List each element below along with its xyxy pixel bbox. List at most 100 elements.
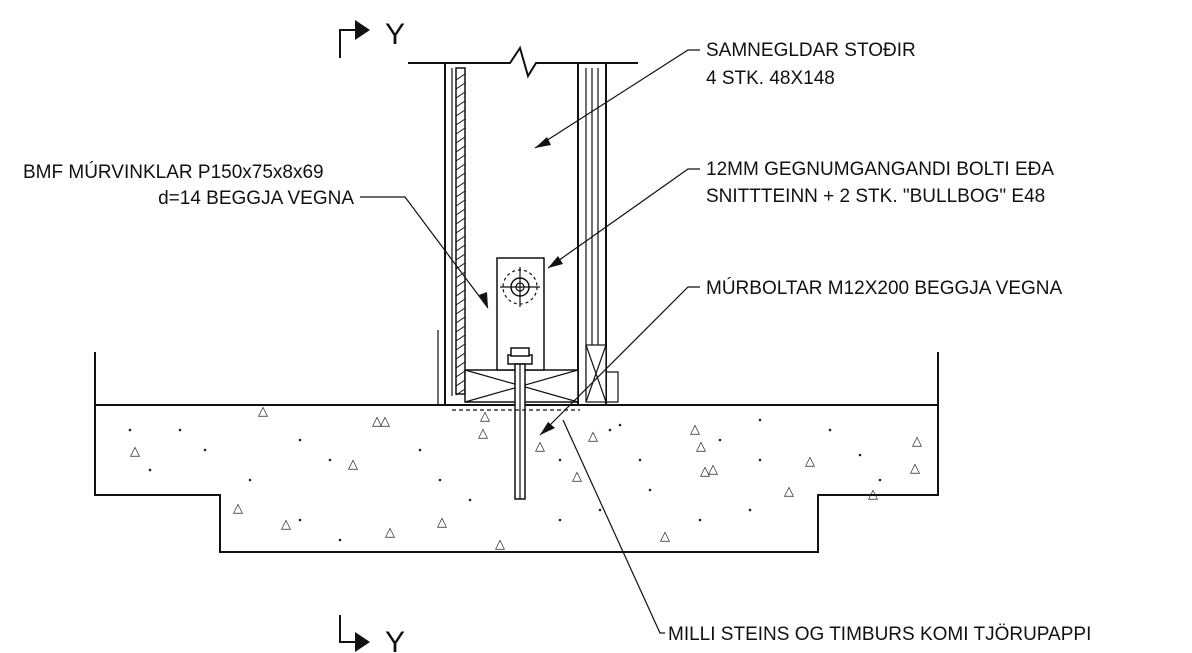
aggregate-dot (648, 488, 652, 492)
aggregate-dot (438, 478, 442, 482)
hatch-line (455, 361, 466, 369)
aggregate-mark: △ (258, 404, 268, 419)
aggregate-dot (698, 518, 702, 522)
hatch-line (455, 244, 466, 252)
hatch-line (455, 154, 466, 162)
hatch-line (455, 163, 466, 171)
aggregate-dot (418, 448, 422, 452)
aggregate-dot (338, 538, 342, 542)
aggregate-dot (858, 453, 862, 457)
hatch-line (455, 280, 466, 288)
hatch-line (455, 91, 466, 99)
aggregate-mark: △ (437, 515, 447, 530)
aggregate-dot (203, 448, 207, 452)
hatch-line (455, 352, 466, 360)
label-bolt-line2: SNITTTEINN + 2 STK. "BULLBOG" E48 (706, 186, 1045, 207)
aggregate-dot (608, 428, 612, 432)
aggregate-mark: △ (696, 439, 706, 454)
aggregate-dot (878, 478, 882, 482)
aggregate-dot (638, 458, 642, 462)
aggregate-dot (328, 458, 332, 462)
aggregate-dot (298, 438, 302, 442)
leader-lines (360, 49, 700, 634)
hatch-line (455, 190, 466, 198)
section-letter-top: Y (385, 18, 405, 51)
aggregate-mark: △ (495, 537, 505, 552)
hatch-line (455, 217, 466, 225)
aggregate-dot (468, 498, 472, 502)
hatch-line (455, 307, 466, 315)
hatch-line (455, 226, 466, 234)
aggregate-mark: △ (784, 484, 794, 499)
aggregate-dot (748, 508, 752, 512)
hatch-line (455, 118, 466, 126)
break-line (408, 45, 638, 79)
hatch-line (455, 388, 466, 396)
aggregate-mark: △ (478, 426, 488, 441)
label-studs-line2: 4 STK. 48X148 (706, 68, 835, 89)
aggregate-mark: △ (130, 444, 140, 459)
hatch-line (455, 334, 466, 342)
hatch-line (455, 253, 466, 261)
aggregate-dot (558, 458, 562, 462)
aggregate-mark: △ (535, 439, 545, 454)
aggregate-dot (758, 418, 762, 422)
label-bolt-line1: 12MM GEGNUMGANGANDI BOLTI EÐA (706, 159, 1054, 180)
aggregate-dot (298, 518, 302, 522)
aggregate-dot (248, 478, 252, 482)
concrete-aggregate: △△△△△△△△△△△△△△△△△△△△△△△△△ (128, 404, 922, 552)
hatch-line (455, 271, 466, 279)
hatch-line (455, 208, 466, 216)
hatch-line (455, 325, 466, 333)
hatch-line (455, 127, 466, 135)
aggregate-mark: △ (372, 414, 382, 429)
aggregate-mark: △ (281, 517, 291, 532)
left-steel-bracket-section (455, 67, 466, 395)
hatch-line (455, 379, 466, 387)
hatch-line (455, 343, 466, 351)
label-bracket-line1: BMF MÚRVINKLAR P150x75x8x69 (23, 161, 324, 183)
aggregate-mark: △ (690, 422, 700, 437)
hatch-line (455, 316, 466, 324)
section-letter-bottom: Y (385, 626, 405, 653)
aggregate-dot (148, 468, 152, 472)
aggregate-mark: △ (233, 501, 243, 516)
section-marker-top: Y (339, 18, 405, 58)
aggregate-mark: △ (588, 429, 598, 444)
hatch-line (455, 136, 466, 144)
aggregate-mark: △ (480, 409, 490, 424)
hatch-line (455, 370, 466, 378)
hatch-line (455, 109, 466, 117)
hatch-line (455, 199, 466, 207)
aggregate-mark: △ (348, 457, 358, 472)
aggregate-mark: △ (868, 487, 878, 502)
hatch-line (455, 235, 466, 243)
hatch-line (455, 172, 466, 180)
label-studs-line1: SAMNEGLDAR STOÐIR (706, 40, 916, 61)
hatch-line (455, 289, 466, 297)
aggregate-dot (598, 508, 602, 512)
aggregate-dot (618, 423, 622, 427)
aggregate-mark: △ (805, 454, 815, 469)
aggregate-dot (558, 518, 562, 522)
aggregate-mark: △ (660, 529, 670, 544)
aggregate-dot (718, 438, 722, 442)
hatch-line (455, 145, 466, 153)
label-bracket-line2: d=14 BEGGJA VEGNA (158, 188, 354, 209)
bracket-hatch (455, 73, 466, 396)
aggregate-dot (178, 428, 182, 432)
hatch-line (455, 100, 466, 108)
aggregate-dot (758, 458, 762, 462)
anchor-bolt (507, 347, 533, 500)
hatch-line (455, 82, 466, 90)
aggregate-mark: △ (910, 461, 920, 476)
aggregate-mark: △ (700, 464, 710, 479)
aggregate-dot (828, 428, 832, 432)
label-tar-paper: MILLI STEINS OG TIMBURS KOMI TJÖRUPAPPI (668, 624, 1091, 645)
hatch-line (455, 181, 466, 189)
aggregate-mark: △ (572, 469, 582, 484)
aggregate-mark: △ (912, 434, 922, 449)
aggregate-mark: △ (385, 525, 395, 540)
section-marker-bottom: Y (339, 615, 405, 653)
